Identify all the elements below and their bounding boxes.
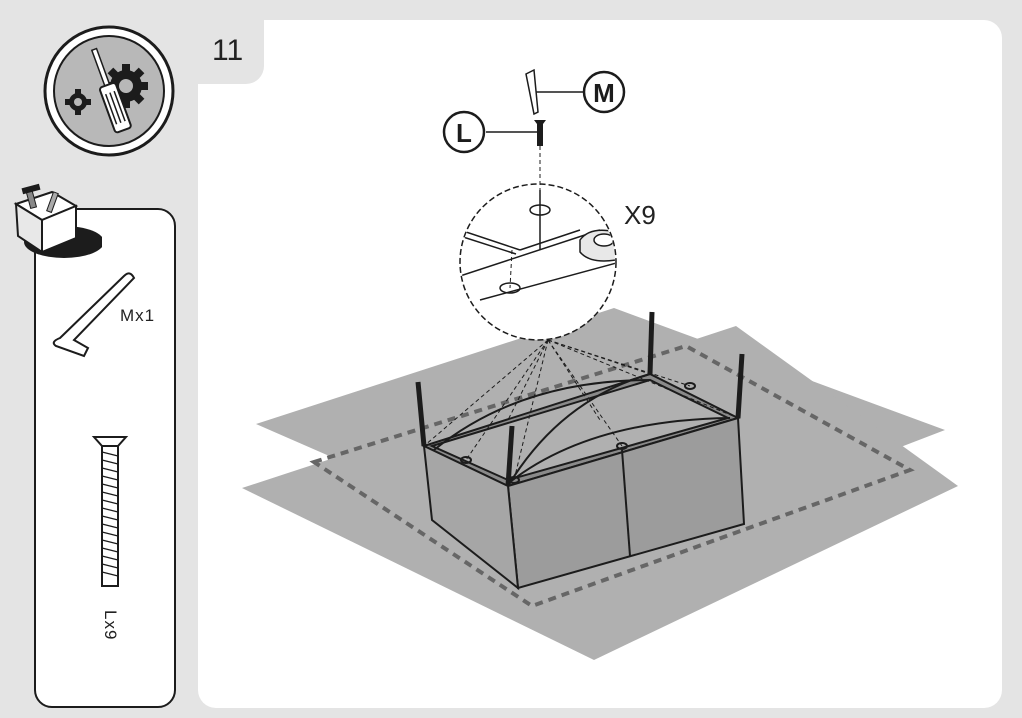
detail-circle [459, 146, 617, 341]
toolbox-icon [13, 183, 102, 258]
part-m-label: Mx1 [120, 306, 156, 325]
detail-quantity-label: X9 [624, 200, 656, 230]
step-tab [198, 20, 264, 84]
step-number: 11 [212, 34, 244, 67]
tools-badge-icon [43, 25, 175, 157]
callout-m-letter: M [593, 78, 615, 108]
hex-key-callout-icon [525, 68, 539, 116]
callout-l-circle [442, 110, 486, 154]
cage-frame [415, 311, 746, 591]
mat-dashed-outline [309, 343, 915, 609]
screw-callout-icon [534, 120, 546, 124]
callout-l-letter: L [456, 118, 472, 148]
hole-leader-lines [423, 339, 739, 481]
callout-m-circle [582, 70, 626, 114]
